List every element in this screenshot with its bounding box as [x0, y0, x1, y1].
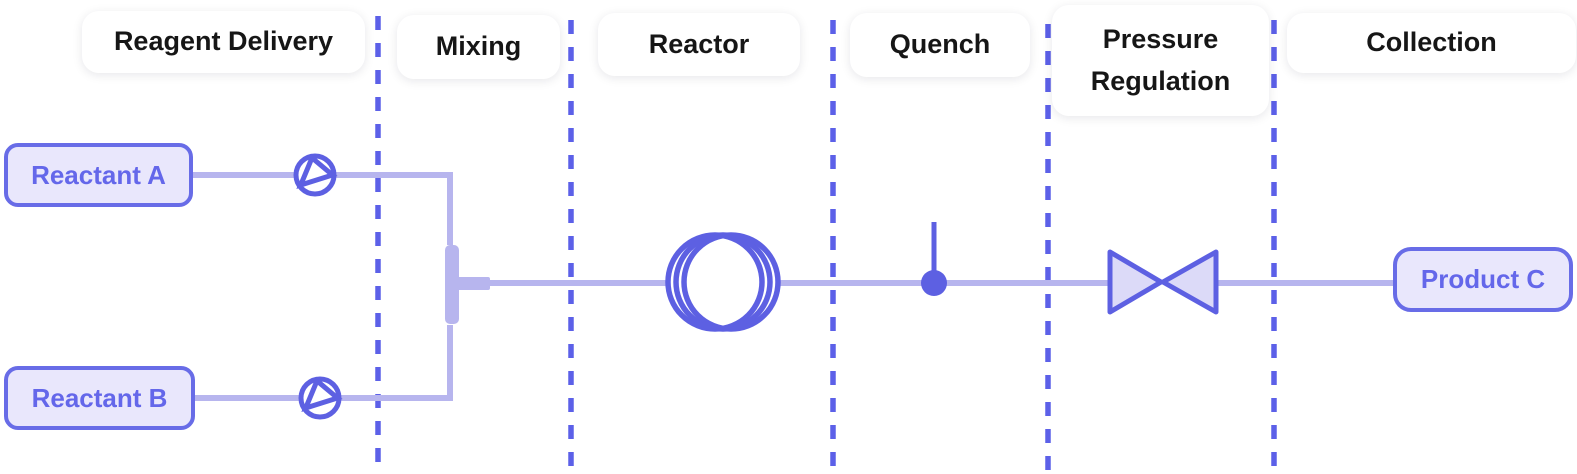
mixer-outlet-stub: [456, 277, 490, 290]
mixer-bar: [445, 245, 459, 324]
node-reactant-a: Reactant A: [4, 143, 193, 207]
stage-label-text: Mixing: [435, 31, 522, 62]
node-label-text: Reactant A: [31, 159, 166, 190]
pump-a-icon: [293, 153, 338, 197]
pump-triangle: [301, 376, 343, 412]
stage-label-text: Pressure Regulation: [1090, 23, 1231, 96]
valve-right-triangle: [1160, 249, 1219, 315]
stage-label-text: Reactor: [648, 28, 750, 59]
stage-label-text: Quench: [889, 29, 991, 60]
quench-point-icon: [921, 222, 947, 296]
quench-dot: [921, 270, 947, 296]
flow-line-reactant-a: [193, 172, 453, 245]
stage-label-quench: Quench: [850, 13, 1030, 77]
stage-label-mixing: Mixing: [397, 15, 560, 79]
stage-label-collection: Collection: [1287, 13, 1576, 73]
stage-label-text: Collection: [1366, 27, 1497, 58]
coil-loop: [673, 232, 773, 332]
stage-label-reagent-delivery: Reagent Delivery: [82, 11, 365, 73]
node-product-c: Product C: [1393, 247, 1573, 312]
stage-label-reactor: Reactor: [598, 13, 800, 76]
stage-label-text: Reagent Delivery: [113, 26, 334, 57]
node-label-text: Product C: [1420, 264, 1546, 294]
flow-line-reactant-b: [195, 325, 453, 401]
pump-b-icon: [298, 376, 343, 420]
node-label-text: Reactant B: [31, 382, 168, 413]
node-reactant-b: Reactant B: [4, 366, 195, 430]
valve-left-triangle: [1107, 249, 1164, 315]
reactor-coil-icon: [665, 232, 781, 332]
coil-loop: [681, 232, 781, 332]
stage-label-pressure-regulation: Pressure Regulation: [1052, 5, 1269, 116]
pump-triangle: [296, 153, 338, 189]
back-pressure-valve-icon: [1107, 249, 1219, 315]
mixer-icon: [445, 245, 490, 324]
